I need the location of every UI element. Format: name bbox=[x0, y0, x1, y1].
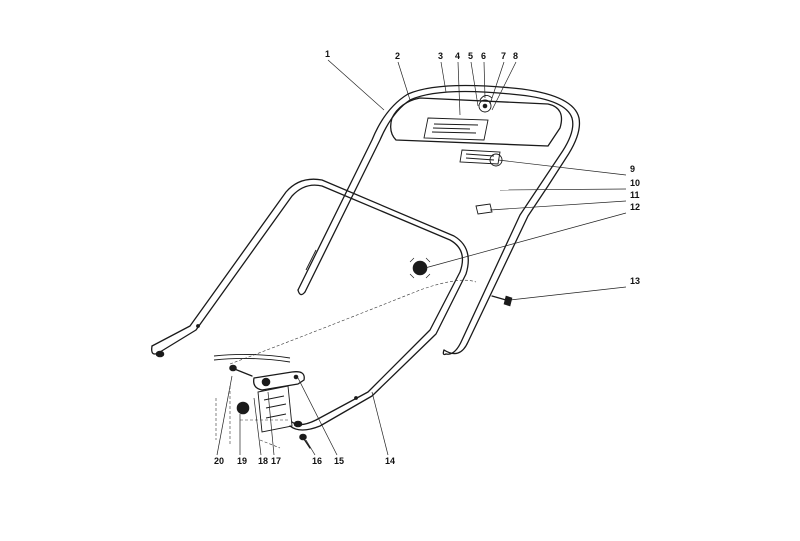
cable-clip bbox=[475, 203, 493, 215]
control-cable bbox=[213, 279, 477, 365]
leader-line-14 bbox=[371, 391, 389, 456]
leader-line-7 bbox=[489, 61, 505, 105]
callout-label-8: 8 bbox=[513, 51, 518, 61]
leader-line-18 bbox=[253, 397, 262, 456]
bracket-assembly bbox=[215, 364, 311, 449]
leader-line-16 bbox=[305, 439, 316, 456]
bolt bbox=[491, 295, 513, 307]
leader-line-17 bbox=[267, 391, 275, 456]
callout-label-16: 16 bbox=[312, 456, 322, 466]
callout-label-12: 12 bbox=[630, 202, 640, 212]
lower-handle bbox=[151, 178, 469, 431]
leader-line-15 bbox=[297, 377, 338, 456]
leader-line-8 bbox=[491, 61, 517, 111]
handle-knob bbox=[409, 257, 431, 279]
callout-label-17: 17 bbox=[271, 456, 281, 466]
leader-line-11 bbox=[489, 200, 627, 211]
leader-line-6 bbox=[483, 61, 486, 99]
leader-line-10 bbox=[499, 188, 627, 191]
callout-label-7: 7 bbox=[501, 51, 506, 61]
leader-line-13 bbox=[509, 286, 627, 301]
callout-label-14: 14 bbox=[385, 456, 395, 466]
callout-label-9: 9 bbox=[630, 164, 635, 174]
leader-line-12 bbox=[424, 212, 627, 269]
leader-line-9 bbox=[497, 159, 627, 176]
leader-line-4 bbox=[457, 61, 461, 116]
callout-label-18: 18 bbox=[258, 456, 268, 466]
callout-label-4: 4 bbox=[455, 51, 460, 61]
callout-label-5: 5 bbox=[468, 51, 473, 61]
control-panel bbox=[390, 95, 563, 167]
callout-label-1: 1 bbox=[325, 49, 330, 59]
leader-line-1 bbox=[327, 59, 385, 111]
callout-label-2: 2 bbox=[395, 51, 400, 61]
leader-line-2 bbox=[397, 61, 411, 101]
leader-line-5 bbox=[470, 61, 479, 107]
callout-label-13: 13 bbox=[630, 276, 640, 286]
callout-label-10: 10 bbox=[630, 178, 640, 188]
callout-label-3: 3 bbox=[438, 51, 443, 61]
leader-line-20 bbox=[216, 375, 233, 456]
callout-label-15: 15 bbox=[334, 456, 344, 466]
callout-label-11: 11 bbox=[630, 190, 640, 200]
callout-label-19: 19 bbox=[237, 456, 247, 466]
callout-label-20: 20 bbox=[214, 456, 224, 466]
callout-label-6: 6 bbox=[481, 51, 486, 61]
leader-line-3 bbox=[440, 61, 447, 93]
